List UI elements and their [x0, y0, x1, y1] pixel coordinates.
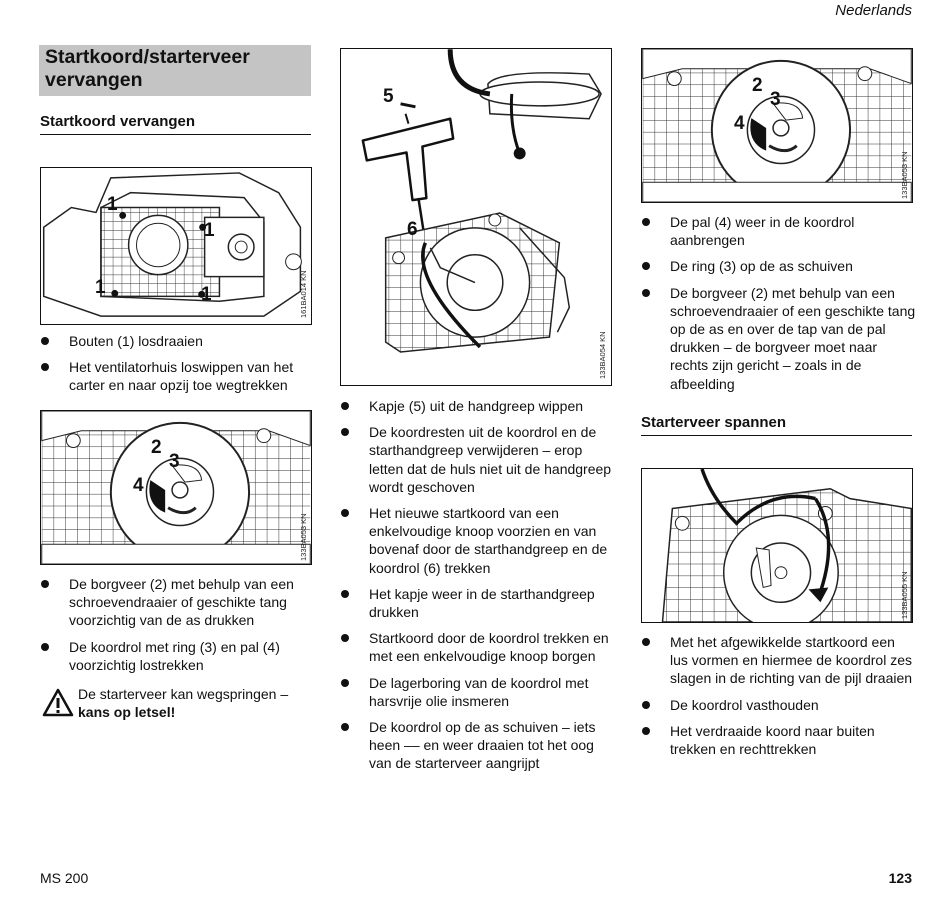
- warning-strong: kans op letsel!: [78, 704, 176, 721]
- rope-rotor-illustration: [41, 411, 311, 564]
- bullet-list-right-2: Met het afgewikkelde startkoord een lus …: [641, 633, 916, 766]
- bullet-list-right-1: De pal (4) weer in de koordrol aanbrenge…: [641, 213, 916, 401]
- rope-rotor-illustration: [642, 49, 912, 202]
- figure-label-1c: 1: [95, 277, 106, 298]
- list-item: De koordresten uit de koordrol en de sta…: [340, 423, 615, 496]
- warning-text: De starterveer kan wegspringen –: [78, 686, 289, 702]
- list-item: Het nieuwe startkoord van een enkelvoudi…: [340, 504, 615, 577]
- figure-rope-handle: 5 6 133BA054 KN: [340, 48, 612, 386]
- list-item: De pal (4) weer in de koordrol aanbrenge…: [641, 213, 916, 249]
- figure-spring-tension: 133BA055 KN: [641, 468, 913, 623]
- list-item: De lagerboring van de koordrol met harsv…: [340, 674, 615, 710]
- figure-code: 133BA055 KN: [900, 571, 909, 619]
- list-item: De borgveer (2) met behulp van een schro…: [641, 284, 916, 393]
- footer-model: MS 200: [40, 870, 89, 886]
- list-item: Het verdraaide koord naar buiten trekken…: [641, 722, 916, 758]
- warning-note: De starterveer kan wegspringen – kans op…: [40, 685, 315, 721]
- list-item: De koordrol op de as schuiven – iets hee…: [340, 718, 615, 773]
- figure-label-1a: 1: [107, 194, 118, 215]
- header-language: Nederlands: [835, 2, 912, 19]
- figure-label-2: 2: [752, 75, 763, 96]
- figure-code: 133BA053 KN: [299, 513, 308, 561]
- figure-label-4: 4: [734, 113, 745, 134]
- list-item: Bouten (1) losdraaien: [40, 332, 315, 350]
- list-item: De koordrol vasthouden: [641, 696, 916, 714]
- subheading-startkoord: Startkoord vervangen: [40, 113, 311, 135]
- list-item: Het ventilatorhuis loswippen van het car…: [40, 358, 315, 394]
- figure-label-2: 2: [151, 437, 162, 458]
- figure-rope-rotor-2: 2 3 4 133BA053 KN: [641, 48, 913, 203]
- fan-housing-illustration: [42, 172, 302, 317]
- bullet-list-middle: Kapje (5) uit de handgreep wippen De koo…: [340, 397, 615, 781]
- figure-rope-rotor-1: 2 3 4 133BA053 KN: [40, 410, 312, 565]
- figure-label-3: 3: [770, 89, 781, 110]
- list-item: De koordrol met ring (3) en pal (4) voor…: [40, 638, 315, 674]
- list-item: Startkoord door de koordrol trekken en m…: [340, 629, 615, 665]
- list-item: Met het afgewikkelde startkoord een lus …: [641, 633, 916, 688]
- figure-label-3: 3: [169, 451, 180, 472]
- list-item: De ring (3) op de as schuiven: [641, 257, 916, 275]
- list-item: Kapje (5) uit de handgreep wippen: [340, 397, 615, 415]
- figure-code: 133BA053 KN: [900, 151, 909, 199]
- bullet-list-left-2: De borgveer (2) met behulp van een schro…: [40, 575, 315, 682]
- figure-label-4: 4: [133, 475, 144, 496]
- figure-label-6: 6: [407, 219, 418, 240]
- page-number: 123: [888, 870, 912, 886]
- figure-code: 133BA054 KN: [598, 331, 607, 379]
- bullet-list-left-1: Bouten (1) losdraaien Het ventilatorhuis…: [40, 332, 315, 403]
- warning-triangle-icon: [42, 688, 74, 717]
- figure-label-1b: 1: [204, 220, 215, 241]
- figure-label-5: 5: [383, 86, 394, 107]
- list-item: Het kapje weer in de starthandgreep druk…: [340, 585, 615, 621]
- rope-handle-illustration: [361, 49, 602, 353]
- figure-code: 161BA014 KN: [299, 270, 308, 318]
- figure-label-1d: 1: [201, 284, 212, 305]
- spring-tension-illustration: [661, 469, 912, 622]
- section-title: Startkoord/starterveer vervangen: [39, 45, 311, 96]
- subheading-starterveer: Starterveer spannen: [641, 414, 912, 436]
- figure-fan-housing: 1 1 1 1 161BA014 KN: [40, 167, 312, 325]
- list-item: De borgveer (2) met behulp van een schro…: [40, 575, 315, 630]
